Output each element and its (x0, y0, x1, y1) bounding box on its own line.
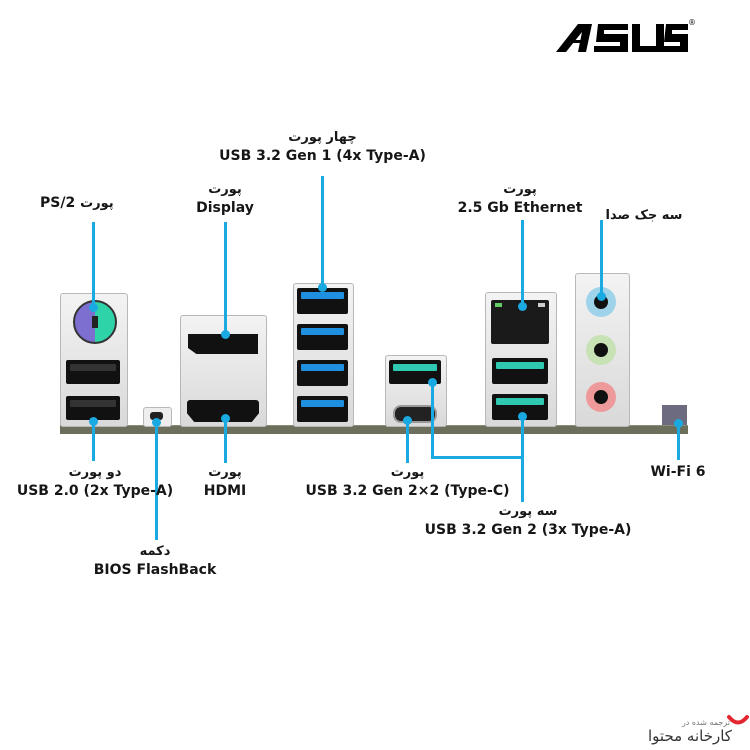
label-gen2-fa: سه پورت (498, 504, 558, 519)
label-wifi: Wi-Fi 6 (646, 463, 710, 482)
usb32-gen1-port-2 (297, 324, 348, 350)
pcb-edge (60, 425, 688, 434)
label-ps2-en: PS/2 (40, 195, 76, 211)
watermark-smile-icon (727, 715, 749, 725)
hdmi-dot (221, 414, 230, 423)
label-usb32-gen1: چهار پورت USB 3.2 Gen 1 (4x Type-A) (200, 128, 445, 166)
label-usb20-fa: دو پورت (68, 465, 122, 480)
label-hdmi: پورت HDMI (200, 463, 250, 501)
audio-jack-mic (586, 382, 616, 412)
usb2-port-1 (66, 360, 120, 384)
label-audio-fa: سه جک صدا (605, 208, 683, 223)
gen2-leader-bridge (431, 456, 524, 459)
audio-jack-line-out (586, 335, 616, 365)
audio-leader (600, 220, 603, 296)
label-gen2x2-en: USB 3.2 Gen 2×2 (Type-C) (305, 483, 510, 499)
bios-flashback-button (150, 412, 163, 420)
typec-leader (406, 420, 409, 463)
usb2-leader (92, 421, 95, 461)
label-ethernet: پورت 2.5 Gb Ethernet (445, 180, 595, 218)
usb32-gen1-leader (321, 176, 324, 288)
label-ps2-fa: پورت (80, 196, 114, 211)
label-hdmi-en: HDMI (203, 483, 247, 499)
watermark: ترجمه شده در کارخانه محتوا (648, 718, 746, 745)
label-displayport-en: Display (196, 200, 254, 216)
label-ps2: پورت PS/2 (40, 194, 114, 213)
watermark-large-text: کارخانه محتوا (648, 727, 732, 745)
usb32-gen1-port-1 (297, 288, 348, 314)
registered-mark: ® (688, 18, 696, 27)
label-gen2x2-fa: پورت (390, 465, 425, 480)
label-bios-fa: دکمه (139, 544, 171, 559)
hdmi-leader (224, 418, 227, 463)
label-displayport: پورت Display (185, 180, 265, 218)
usb32-gen1-port-3 (297, 360, 348, 386)
audio-dot (597, 292, 606, 301)
usb32-gen1-port-4 (297, 396, 348, 422)
dp-dot (221, 330, 230, 339)
usb2-dot (89, 417, 98, 426)
wifi-leader (677, 424, 680, 460)
gen2-dot-b (518, 412, 527, 421)
label-usb20-en: USB 2.0 (2x Type-A) (16, 483, 174, 499)
label-bios-flashback: دکمه BIOS FlashBack (85, 542, 225, 580)
gen2-dot-a (428, 378, 437, 387)
label-wifi-en: Wi-Fi 6 (650, 464, 706, 480)
watermark-small-text: ترجمه شده در (681, 718, 730, 727)
asus-logo: ® (556, 18, 696, 52)
label-bios-en: BIOS FlashBack (93, 562, 217, 578)
bios-leader (155, 422, 158, 540)
displayport-port (188, 334, 258, 354)
usb2-port-2 (66, 396, 120, 420)
gen2-leader-b (521, 416, 524, 502)
label-usb20: دو پورت USB 2.0 (2x Type-A) (5, 463, 185, 501)
usb32-gen2-port-1 (492, 358, 548, 384)
ps2-leader (92, 222, 95, 308)
asus-logo-mark (556, 24, 688, 52)
typec-dot (403, 416, 412, 425)
label-ethernet-fa: پورت (503, 182, 537, 197)
label-usb32-gen2: سه پورت USB 3.2 Gen 2 (3x Type-A) (418, 502, 638, 540)
label-displayport-fa: پورت (208, 182, 242, 197)
usb32-gen1-dot (318, 283, 327, 292)
label-hdmi-fa: پورت (208, 465, 242, 480)
label-usb32-gen2x2: پورت USB 3.2 Gen 2×2 (Type-C) (290, 463, 525, 501)
gen2-leader-a (431, 382, 434, 458)
label-usb32-gen1-fa: چهار پورت (288, 130, 357, 145)
label-ethernet-en: 2.5 Gb Ethernet (457, 200, 583, 216)
wifi-dot (674, 419, 683, 428)
label-usb32-gen1-en: USB 3.2 Gen 1 (4x Type-A) (219, 148, 426, 164)
dp-leader (224, 222, 227, 332)
ethernet-leader (521, 220, 524, 306)
label-audio: سه جک صدا (604, 206, 684, 225)
ps2-dot (89, 303, 98, 312)
bios-dot (152, 418, 161, 427)
hdmi-port (187, 400, 259, 422)
ethernet-dot (518, 302, 527, 311)
label-gen2-en: USB 3.2 Gen 2 (3x Type-A) (424, 522, 632, 538)
